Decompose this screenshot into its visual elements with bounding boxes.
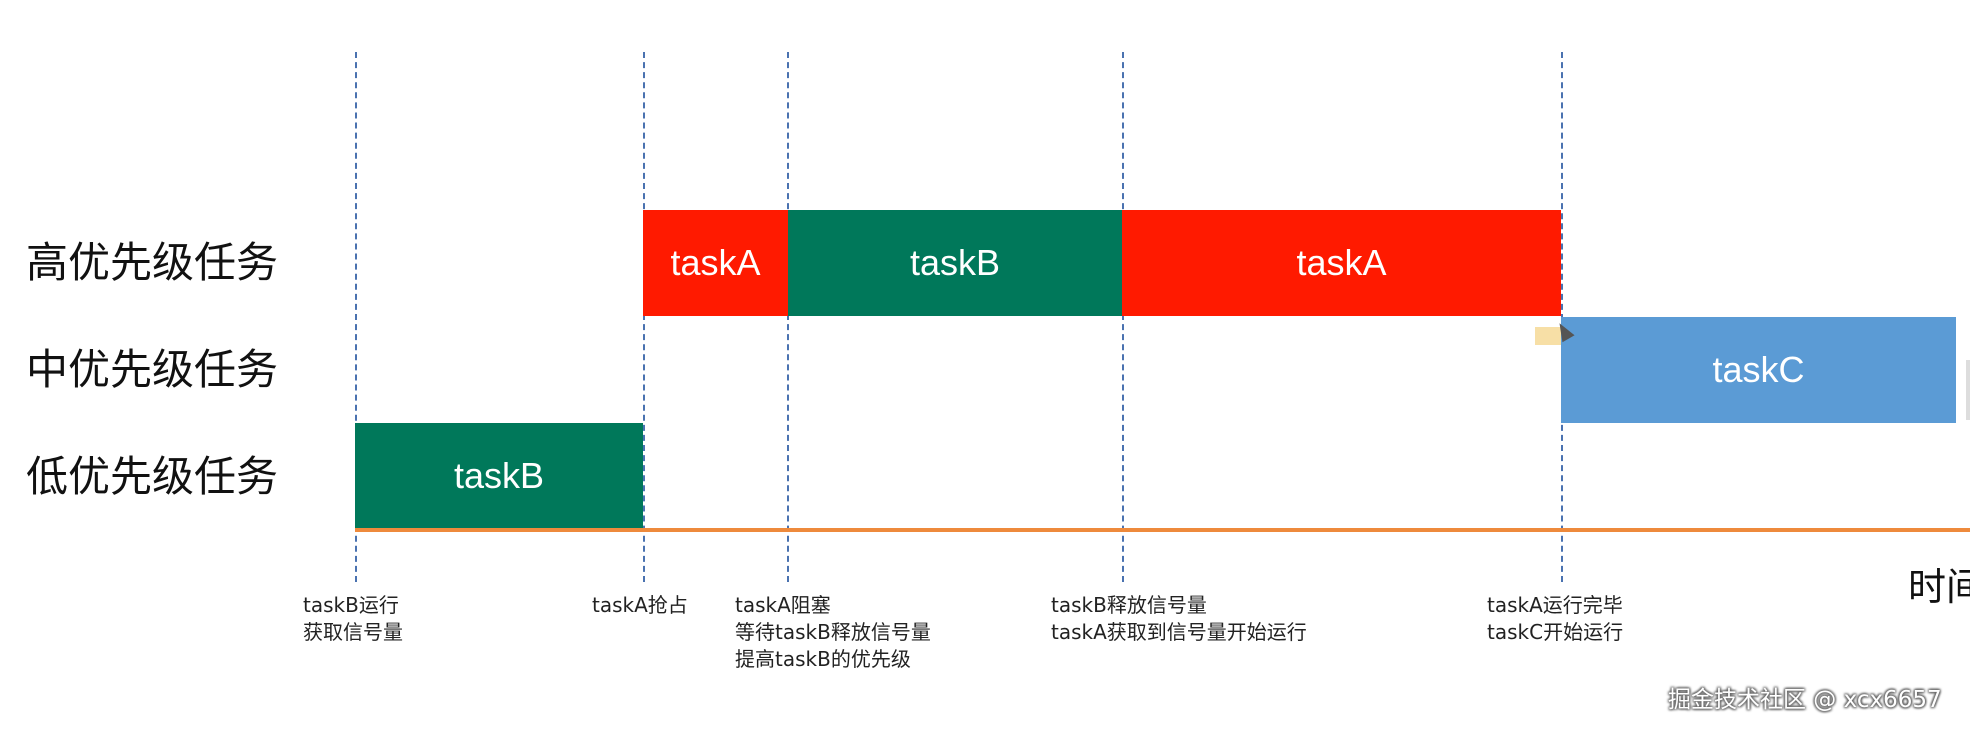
row-label-medium-priority: 中优先级任务 [26,345,279,394]
time-axis [355,528,1970,532]
bar-high-taskB: taskB [788,210,1122,316]
annotation-line: taskA获取到信号量开始运行 [1051,620,1307,644]
bar-medium-taskC: taskC [1561,317,1956,423]
annotation-line: taskA阻塞 [735,593,831,617]
annotation-line: taskA运行完毕 [1487,593,1623,617]
annotation-line: taskC开始运行 [1487,620,1624,644]
event-line-4 [1122,52,1124,582]
annotation-line: 提高taskB的优先级 [735,647,911,671]
watermark: 掘金技术社区 @ xcx6657 [1668,687,1942,713]
event-annotation-1: taskB运行 获取信号量 [303,592,403,646]
annotation-line: 等待taskB释放信号量 [735,620,931,644]
annotation-line: taskB释放信号量 [1051,593,1207,617]
event-annotation-4: taskB释放信号量 taskA获取到信号量开始运行 [1051,592,1307,646]
event-annotation-3: taskA阻塞 等待taskB释放信号量 提高taskB的优先级 [735,592,931,673]
event-annotation-5: taskA运行完毕 taskC开始运行 [1487,592,1623,646]
bar-high-taskA-2: taskA [1122,210,1561,316]
annotation-line: taskA抢占 [592,593,688,617]
event-line-3 [787,52,789,582]
cursor-highlight [1535,327,1561,345]
edge-panel [1966,360,1970,420]
row-label-high-priority: 高优先级任务 [26,238,279,287]
time-axis-label: 时间 [1908,565,1970,609]
bar-high-taskA-1: taskA [643,210,788,316]
bar-low-taskB: taskB [355,423,643,529]
event-line-1 [355,52,357,582]
event-line-2 [643,52,645,582]
annotation-line: taskB运行 [303,593,399,617]
row-label-low-priority: 低优先级任务 [26,452,279,501]
event-annotation-2: taskA抢占 [592,592,688,619]
annotation-line: 获取信号量 [303,620,403,644]
